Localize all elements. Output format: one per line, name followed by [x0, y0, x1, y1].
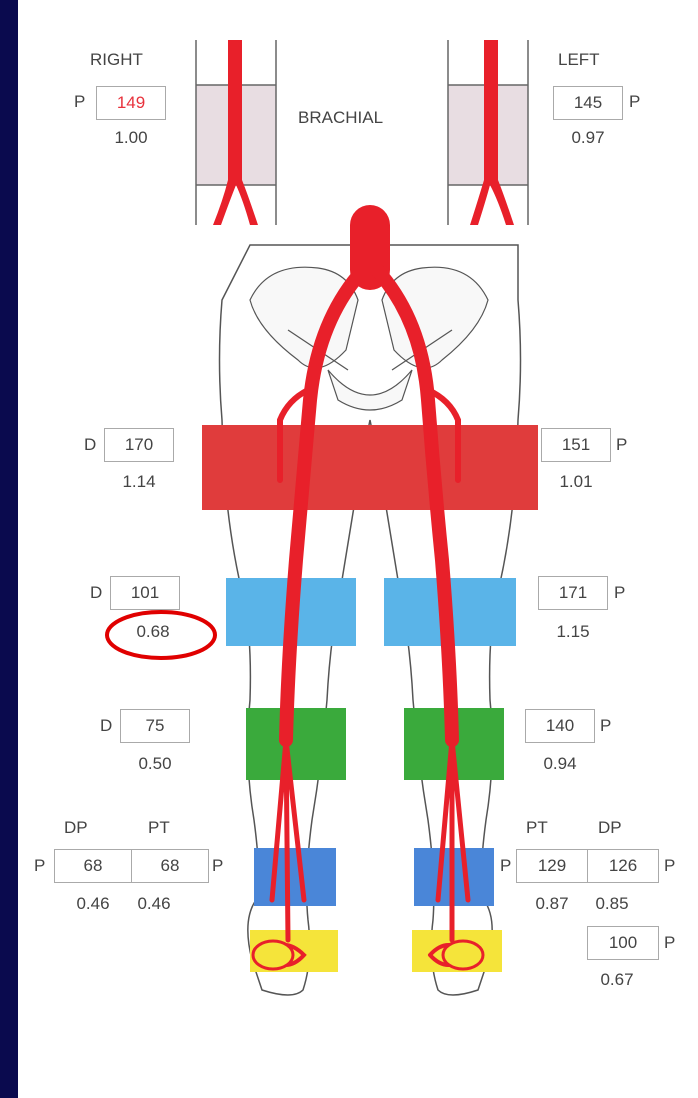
- left-below-knee-pressure: 140: [525, 709, 595, 743]
- right-pt-pressure: 68: [131, 849, 209, 883]
- right-brachial-letter: P: [74, 92, 85, 112]
- report-paper: RIGHT LEFT BRACHIAL P 149 1.00 145 P 0.9…: [18, 0, 698, 1098]
- right-pt-label: PT: [148, 818, 170, 838]
- left-below-knee-index: 0.94: [525, 754, 595, 774]
- left-brachial-pressure: 145: [553, 86, 623, 120]
- right-thigh-letter: D: [84, 435, 96, 455]
- left-toe-letter: P: [664, 933, 675, 953]
- left-thigh-index: 1.01: [541, 472, 611, 492]
- right-above-knee-pressure: 101: [110, 576, 180, 610]
- right-above-knee-letter: D: [90, 583, 102, 603]
- left-toe-index: 0.67: [587, 970, 647, 990]
- right-ankle-left-letter: P: [34, 856, 45, 876]
- left-toe-pressure: 100: [587, 926, 659, 960]
- right-pt-index: 0.46: [124, 894, 184, 914]
- right-below-knee-band: [246, 708, 346, 780]
- right-ankle-right-letter: P: [212, 856, 223, 876]
- left-arm-segment: [448, 40, 528, 225]
- right-brachial-pressure: 149: [96, 86, 166, 120]
- right-foot-arch: [253, 941, 293, 969]
- right-ankle-band: [254, 848, 336, 906]
- right-thigh-pressure: 170: [104, 428, 174, 462]
- right-above-knee-index: 0.68: [118, 622, 188, 642]
- left-dp-pressure: 126: [587, 849, 659, 883]
- right-below-knee-index: 0.50: [120, 754, 190, 774]
- left-pt-index: 0.87: [516, 894, 588, 914]
- right-thigh-band: [202, 425, 370, 510]
- left-ankle-left-letter: P: [500, 856, 511, 876]
- left-label: LEFT: [558, 50, 600, 70]
- left-pt-pressure: 129: [516, 849, 588, 883]
- left-thigh-letter: P: [616, 435, 627, 455]
- right-below-knee-letter: D: [100, 716, 112, 736]
- right-dp-index: 0.46: [54, 894, 132, 914]
- left-brachial-letter: P: [629, 92, 640, 112]
- left-thigh-pressure: 151: [541, 428, 611, 462]
- left-above-knee-index: 1.15: [538, 622, 608, 642]
- right-below-knee-pressure: 75: [120, 709, 190, 743]
- right-label: RIGHT: [90, 50, 143, 70]
- left-below-knee-letter: P: [600, 716, 611, 736]
- right-dp-label: DP: [64, 818, 88, 838]
- right-dp-pressure: 68: [54, 849, 132, 883]
- left-dp-label: DP: [598, 818, 622, 838]
- left-foot-arch: [443, 941, 483, 969]
- left-thigh-band: [370, 425, 538, 510]
- brachial-title: BRACHIAL: [298, 108, 383, 128]
- left-pt-label: PT: [526, 818, 548, 838]
- left-above-knee-letter: P: [614, 583, 625, 603]
- left-ankle-right-letter: P: [664, 856, 675, 876]
- right-arm-segment: [196, 40, 276, 225]
- left-above-knee-pressure: 171: [538, 576, 608, 610]
- right-thigh-index: 1.14: [104, 472, 174, 492]
- right-brachial-index: 1.00: [96, 128, 166, 148]
- left-dp-index: 0.85: [584, 894, 640, 914]
- left-brachial-index: 0.97: [553, 128, 623, 148]
